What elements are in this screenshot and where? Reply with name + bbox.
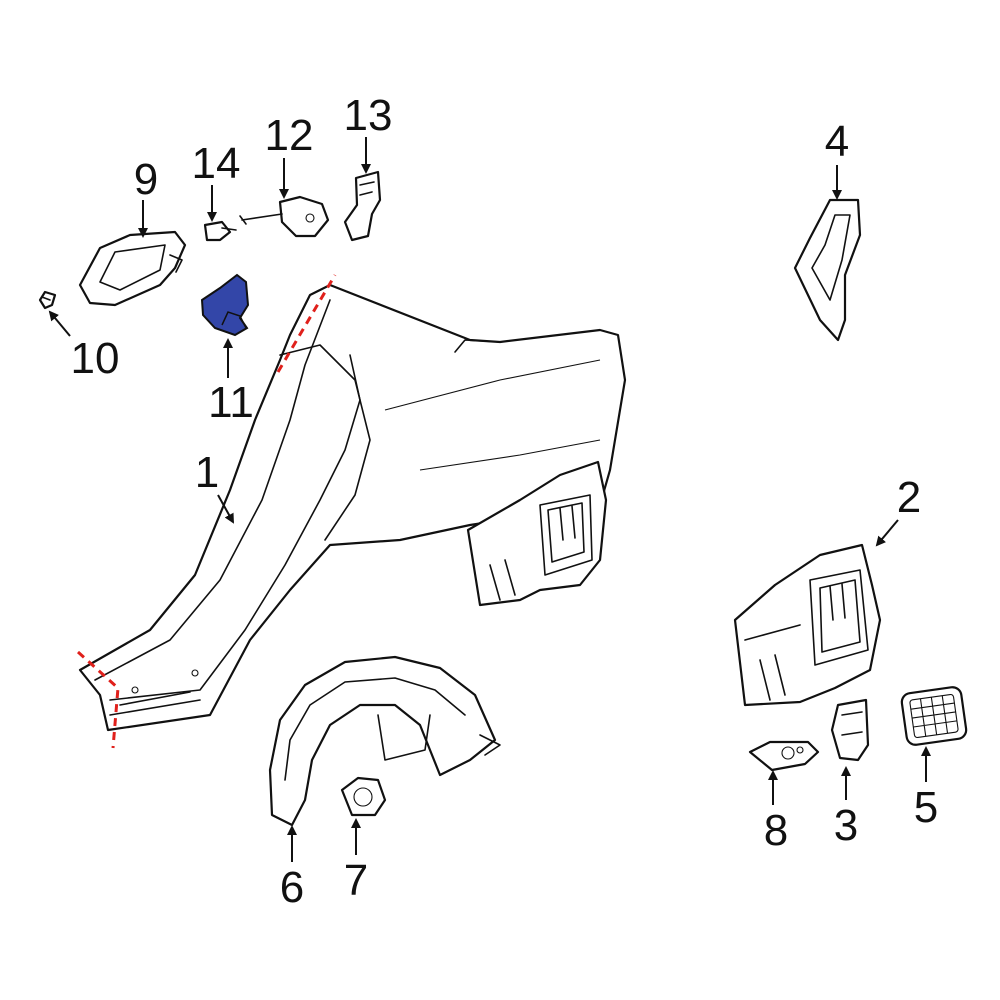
callout-1: 1 (195, 448, 219, 497)
actuator-part (239, 195, 330, 238)
callout-3: 3 (834, 801, 858, 850)
leader-1 (217, 494, 234, 524)
callout-5: 5 (914, 783, 938, 832)
quarter-panel-part (78, 283, 627, 732)
callout-14: 14 (192, 139, 241, 188)
fuel-cap-part (200, 273, 250, 337)
leader-2 (875, 519, 899, 547)
leader-10 (48, 310, 71, 337)
callout-6: 6 (280, 863, 304, 912)
callout-10: 10 (71, 334, 120, 383)
fuel-door-housing-part (78, 230, 187, 307)
callout-7: 7 (344, 856, 368, 905)
leader-lines (48, 137, 931, 862)
bracket-part (830, 698, 870, 762)
callout-11: 11 (208, 378, 254, 427)
grommet-plate-part (748, 740, 820, 772)
wheelhouse-liner-part (268, 655, 501, 827)
callout-4: 4 (825, 117, 849, 166)
clip-part (38, 290, 57, 310)
connector-part (203, 220, 237, 242)
callout-13: 13 (344, 91, 393, 140)
callout-2: 2 (897, 473, 921, 522)
nut-part (340, 776, 387, 817)
callout-8: 8 (764, 806, 788, 855)
trim-bracket-part (793, 198, 862, 342)
callout-labels: 1 2 3 4 5 6 7 8 9 10 11 12 13 14 (71, 91, 939, 912)
vent-grille-part (900, 686, 968, 746)
mounting-bracket-part (343, 170, 382, 242)
inner-panel-part (733, 543, 882, 707)
cut-line-upper (276, 274, 337, 373)
callout-12: 12 (265, 111, 314, 160)
callout-9: 9 (134, 155, 158, 204)
cut-line-lower (76, 650, 120, 749)
